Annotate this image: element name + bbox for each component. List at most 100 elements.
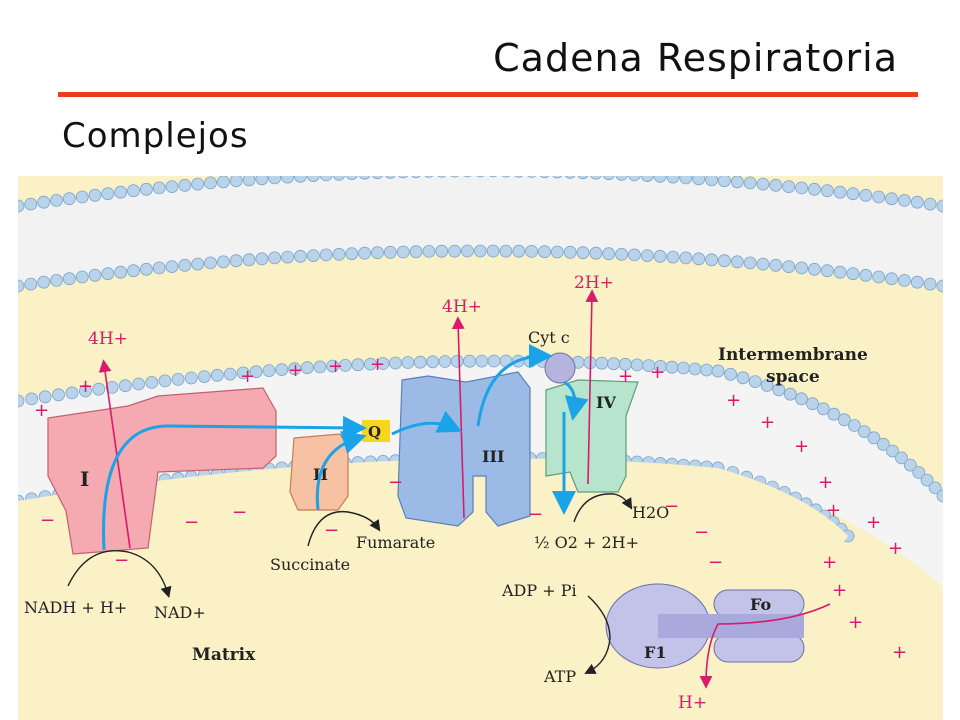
lipid-head (332, 247, 346, 261)
positive-charge-sign: + (34, 400, 49, 421)
lipid-head (576, 246, 590, 260)
lipid-head (411, 176, 421, 179)
lipid-head (105, 380, 119, 394)
succinate-label: Succinate (270, 555, 350, 574)
lipid-head (178, 178, 192, 192)
lipid-head (145, 375, 159, 389)
lipid-head (18, 199, 25, 213)
lipid-head (376, 357, 390, 370)
lipid-head (437, 176, 446, 178)
lipid-head (589, 246, 603, 260)
nadh-reaction-arrow (67, 550, 172, 599)
lipid-head (62, 192, 76, 206)
proton-label-complex-i: 4H+ (88, 329, 128, 349)
lipid-head (242, 176, 256, 187)
lipid-head (422, 245, 436, 258)
lipid-head (833, 185, 847, 199)
lipid-head (158, 374, 172, 388)
lipid-head (118, 379, 132, 393)
lipid-head (242, 253, 256, 267)
lipid-head (867, 431, 881, 445)
lipid-head (679, 176, 693, 185)
lipid-head (229, 254, 243, 268)
lipid-head (52, 388, 65, 402)
lipid-head (936, 279, 943, 293)
lipid-head (912, 466, 926, 479)
lipid-head (65, 386, 79, 400)
lipid-head (550, 245, 564, 259)
complex-iv-label: IV (596, 393, 616, 412)
lipid-head (216, 255, 230, 269)
lipid-head (595, 356, 609, 370)
lipid-head (692, 252, 706, 266)
title-underline (58, 92, 918, 97)
lipid-head (463, 354, 477, 368)
lipid-head (859, 268, 873, 282)
atp-synthase (605, 583, 805, 669)
lipid-head (730, 255, 744, 269)
lipid-head (724, 367, 737, 381)
atp-label: ATP (543, 667, 576, 686)
lipid-head (886, 444, 899, 458)
lipid-head (165, 180, 179, 194)
lipid-head (79, 384, 92, 398)
lipid-head (401, 356, 415, 369)
lipid-head (665, 360, 679, 374)
lipid-head (903, 458, 917, 472)
lipid-head (435, 244, 449, 258)
lipid-head (385, 176, 396, 179)
lipid-head (936, 199, 943, 213)
intermembrane-label: Intermembrane space (718, 345, 874, 387)
lipid-head (782, 260, 796, 273)
proton-arrow-atp-synthase (699, 603, 831, 689)
lipid-head (769, 258, 783, 272)
lipid-head (795, 392, 808, 406)
lipid-head (171, 372, 185, 386)
positive-charge-sign: + (818, 472, 833, 493)
page-subtitle: Complejos (62, 116, 249, 156)
lipid-head (409, 245, 423, 259)
lipid-head (806, 397, 819, 411)
lipid-head (88, 188, 102, 202)
lipid-head (338, 358, 352, 372)
lipid-head (268, 176, 282, 185)
positive-charge-sign: + (760, 412, 775, 433)
lipid-head (820, 184, 834, 198)
positive-charge-sign: + (888, 538, 903, 559)
oxygen-reaction-arrow (573, 493, 633, 523)
lipid-head (62, 272, 76, 286)
lipid-head (920, 473, 934, 487)
lipid-head (293, 249, 307, 263)
lipid-head (25, 392, 39, 406)
lipid-head (281, 250, 295, 264)
lipid-head (876, 437, 890, 451)
lipid-head (204, 176, 217, 190)
lipid-head (848, 419, 861, 432)
lipid-head (730, 176, 744, 189)
lipid-head (24, 277, 38, 291)
lipid-head (332, 176, 346, 181)
negative-charge-sign: − (708, 552, 723, 573)
oxygen-label: ½ O2 + 2H+ (534, 533, 639, 552)
positive-charge-sign: + (328, 356, 343, 377)
negative-charge-sign: − (664, 496, 679, 517)
lipid-head (18, 394, 25, 408)
lipid-head (37, 195, 51, 209)
positive-charge-sign: + (370, 354, 385, 375)
lipid-head (358, 246, 372, 260)
lipid-head (398, 176, 409, 179)
lipid-head (139, 262, 153, 276)
lipid-head (615, 247, 628, 261)
lipid-head (666, 176, 680, 184)
positive-charge-sign: + (832, 580, 847, 601)
lipid-head (50, 274, 63, 287)
lipid-head (795, 261, 808, 275)
electron-arrow-iii-to-cyt-c (476, 344, 553, 427)
nadh-label: NADH + H+ (24, 598, 127, 617)
lipid-head (18, 279, 25, 293)
proton-arrow-complex-iv (585, 289, 599, 485)
lipid-head (450, 354, 464, 368)
lipid-head (837, 413, 851, 427)
lipid-head (306, 176, 320, 182)
lipid-head (563, 245, 577, 259)
